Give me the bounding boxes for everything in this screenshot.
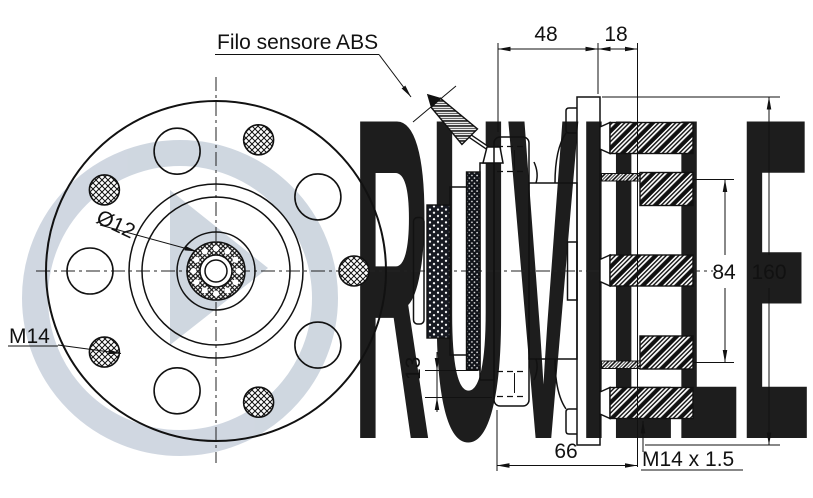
hub-boss-circle	[176, 231, 256, 311]
abs-sensor-label: Filo sensore ABS	[217, 31, 378, 54]
abs-tone-ring	[426, 204, 451, 339]
dim-48-label: 48	[534, 23, 557, 46]
watermark-text: RUVILLE	[353, 23, 811, 498]
bearing-balls	[190, 245, 242, 297]
stud-holes	[88, 124, 370, 419]
snout-hidden-lines	[497, 145, 526, 398]
stud-neck-back	[601, 173, 641, 182]
sensor-connector-bump	[482, 146, 504, 164]
service-hole	[66, 247, 114, 295]
flange-pilot-step	[566, 241, 578, 301]
stud-thread	[609, 254, 694, 287]
stud-thread	[609, 121, 694, 155]
flange-lip-bottom	[565, 408, 577, 435]
pilot-circle-inner	[141, 196, 291, 346]
wheel-studs	[599, 121, 694, 420]
dim-13-label: 13	[402, 357, 425, 380]
stud-head	[599, 253, 611, 288]
stud-head	[599, 386, 611, 420]
stud-thread-back	[639, 335, 694, 370]
stud-hole-hatched	[88, 336, 121, 368]
center-bore-circle	[204, 259, 228, 283]
flange-lip-top	[565, 107, 577, 134]
coil-cross-tick	[412, 85, 457, 123]
inner-race-cap	[412, 216, 425, 325]
service-hole	[153, 127, 201, 175]
service-hole	[294, 173, 342, 221]
stud-hole-hatched	[338, 255, 370, 287]
watermark-emblem-ring	[22, 140, 338, 456]
stud-hole-hatched	[242, 386, 275, 419]
dim-66-label: 66	[554, 440, 577, 463]
front-view	[45, 100, 387, 442]
stud-head	[599, 121, 611, 155]
flange-neck-curve-bottom	[554, 358, 567, 410]
stud-hole-hatched	[242, 124, 275, 156]
stud-thread-back	[639, 171, 694, 207]
barrel-fillet-bottom	[533, 358, 538, 381]
flange-neck-curve-top	[554, 132, 567, 184]
diameter-12-label: Ø12	[93, 206, 139, 244]
dim-18-label: 18	[604, 23, 627, 46]
stud-neck-back	[601, 360, 641, 369]
stud-thread	[609, 386, 694, 420]
flange-outer-circle	[45, 100, 387, 442]
m14-label-leader	[57, 344, 122, 355]
dimension-lines	[8, 43, 780, 471]
abs-label-leader	[378, 54, 412, 98]
diameter-label-leader	[99, 224, 198, 252]
service-holes	[66, 127, 342, 415]
side-view	[412, 85, 694, 446]
m14-thread-label: M14	[9, 325, 50, 348]
service-hole	[153, 366, 201, 415]
pilot-circle-outer	[128, 183, 304, 359]
dim-84-label: 84	[712, 261, 736, 284]
watermark: RUVILLE	[22, 23, 811, 498]
dim-160-label: 160	[751, 261, 786, 284]
service-hole	[294, 321, 342, 369]
m14x15-thread-label: M14 x 1.5	[642, 448, 734, 471]
barrel-fillet-top	[533, 161, 538, 184]
stud-hole-hatched	[88, 174, 121, 206]
seal-ring	[465, 171, 481, 371]
